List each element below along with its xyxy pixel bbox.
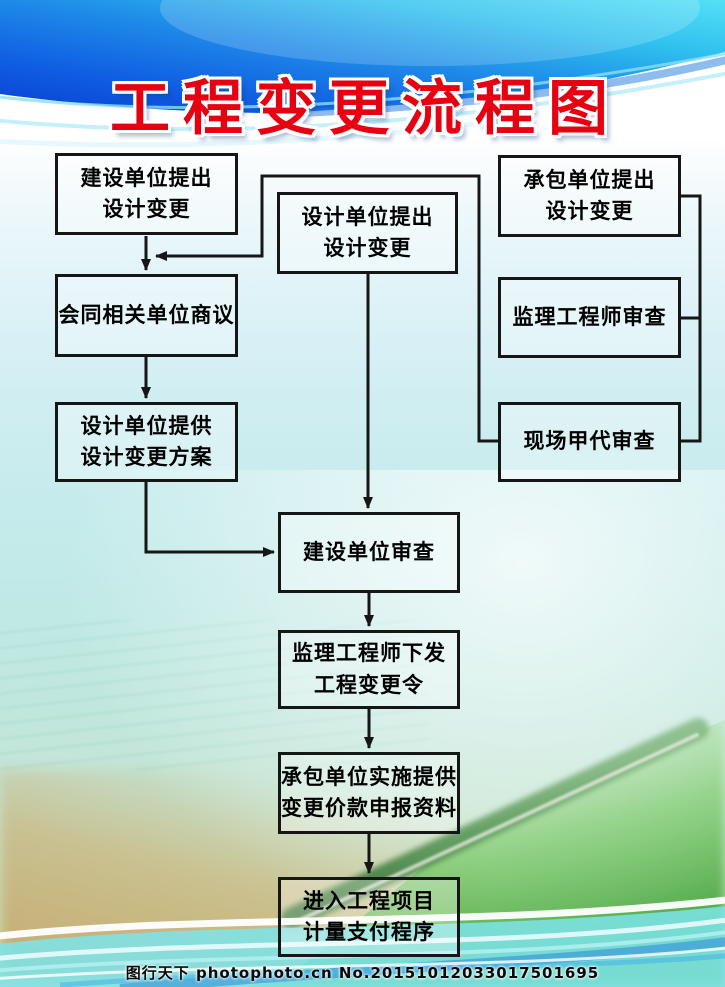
flow-box-payment-procedure: 进入工程项目 计量支付程序: [278, 877, 460, 957]
flow-box-label: 变更价款申报资料: [281, 796, 457, 820]
flow-box-label: 现场甲代审查: [523, 429, 656, 454]
flow-box-label: 工程变更令: [314, 672, 424, 697]
flow-box-label: 设计单位提供: [80, 413, 213, 438]
flow-box-label: 设计变更: [323, 236, 412, 260]
flow-box-design-propose: 设计单位提出 设计变更: [277, 192, 458, 274]
flow-box-label: 监理工程师审查: [512, 304, 667, 329]
flow-box-label: 承包单位提出: [523, 167, 656, 192]
flow-box-label: 建设单位提出: [80, 165, 213, 190]
flow-box-label: 监理工程师下发: [292, 641, 446, 665]
poster-title: 工程变更流程图: [110, 74, 621, 144]
flow-box-design-provide: 设计单位提供 设计变更方案: [55, 402, 238, 482]
flow-box-supervisor-review: 监理工程师审查: [498, 277, 681, 358]
flow-box-label: 设计变更: [545, 199, 634, 223]
flow-box-issue-change-order: 监理工程师下发 工程变更令: [278, 630, 460, 709]
flow-box-owner-propose: 建设单位提出 设计变更: [55, 153, 238, 235]
flow-box-joint-discuss: 会同相关单位商议: [55, 274, 238, 357]
flow-box-label: 建设单位审查: [303, 539, 435, 564]
flow-box-site-rep-review: 现场甲代审查: [498, 402, 681, 482]
flow-box-label: 计量支付程序: [303, 920, 435, 944]
flow-box-label: 设计变更: [102, 197, 191, 221]
flow-box-label: 设计单位提出: [301, 204, 434, 229]
flow-box-contractor-implement: 承包单位实施提供 变更价款申报资料: [278, 752, 460, 834]
watermark-text: 图行天下 photophoto.cn No.201510120330175016…: [125, 964, 600, 982]
header-wave-banner: [0, 0, 725, 148]
flow-box-owner-review: 建设单位审查: [278, 512, 460, 593]
flow-box-label: 会同相关单位商议: [58, 302, 235, 327]
flow-box-contractor-propose: 承包单位提出 设计变更: [498, 155, 681, 237]
flow-box-label: 进入工程项目: [303, 888, 435, 913]
flow-box-label: 承包单位实施提供: [281, 764, 457, 789]
flow-box-label: 设计变更方案: [80, 445, 213, 469]
